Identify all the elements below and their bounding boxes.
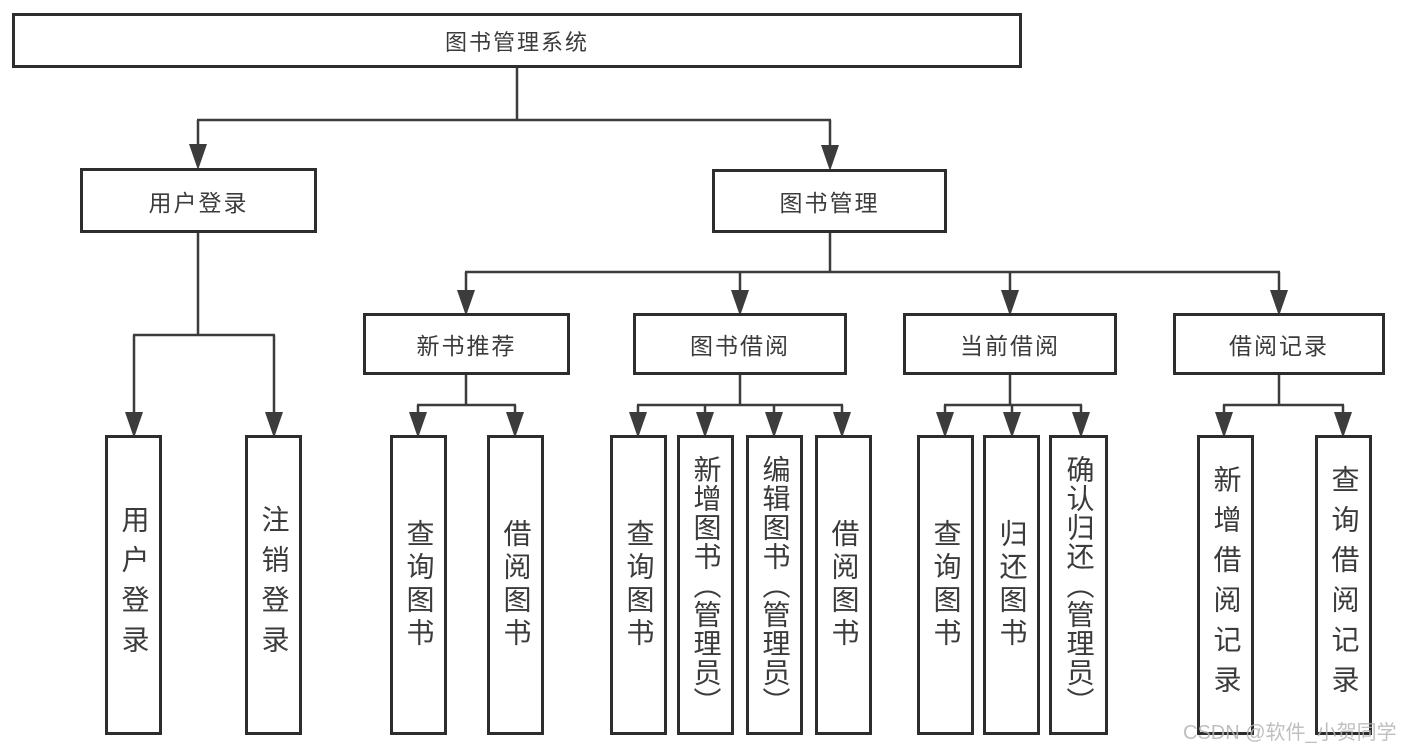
node-label: 借阅记录 [1229,333,1329,359]
node-new-book-recommend: 新书推荐 [363,313,570,375]
node-library-management-system: 图书管理系统 [12,13,1022,68]
leaf-label: 编辑图书（管理员） [759,454,791,716]
leaf-label: 注销登录 [258,505,290,665]
leaf-edit-book-admin: 编辑图书（管理员） [746,435,803,735]
leaf-add-book-admin: 新增图书（管理员） [677,435,734,735]
arrowhead-group [125,144,1352,438]
leaf-query-books-borrow: 查询图书 [610,435,667,735]
leaf-return-books: 归还图书 [983,435,1040,735]
node-label: 图书管理 [779,190,880,216]
node-label: 当前借阅 [960,333,1060,359]
node-label: 图书借阅 [690,333,790,359]
leaf-user-login: 用户登录 [105,435,162,735]
leaf-confirm-return-admin: 确认归还（管理员） [1049,435,1108,735]
leaf-label: 新增图书（管理员） [690,454,722,716]
leaf-add-borrow-record: 新增借阅记录 [1197,435,1254,735]
leaf-query-borrow-record: 查询借阅记录 [1315,435,1372,735]
node-book-borrow: 图书借阅 [633,313,847,375]
leaf-label: 新增借阅记录 [1210,465,1242,705]
leaf-label: 确认归还（管理员） [1063,454,1095,716]
leaf-borrow-books: 借阅图书 [815,435,872,735]
node-label: 图书管理系统 [444,29,589,55]
node-current-borrow: 当前借阅 [903,313,1117,375]
node-label: 用户登录 [148,189,249,216]
leaf-label: 借阅图书 [500,519,532,651]
leaf-label: 借阅图书 [828,519,860,651]
leaf-label: 查询图书 [930,519,962,651]
leaf-label: 查询图书 [623,519,655,651]
leaf-query-books-current: 查询图书 [917,435,974,735]
leaf-label: 查询图书 [403,519,435,651]
node-user-login: 用户登录 [80,168,317,233]
leaf-logout-login: 注销登录 [245,435,302,735]
leaf-query-books-recommend: 查询图书 [390,435,447,735]
watermark: CSDN @软件_小贺同学 [1183,722,1397,744]
node-book-management: 图书管理 [712,169,947,233]
node-label: 新书推荐 [416,333,517,359]
node-borrow-records: 借阅记录 [1173,313,1385,375]
leaf-label: 查询借阅记录 [1328,465,1360,705]
leaf-label: 用户登录 [118,505,150,665]
leaf-label: 归还图书 [996,519,1028,651]
leaf-borrow-books-recommend: 借阅图书 [487,435,544,735]
